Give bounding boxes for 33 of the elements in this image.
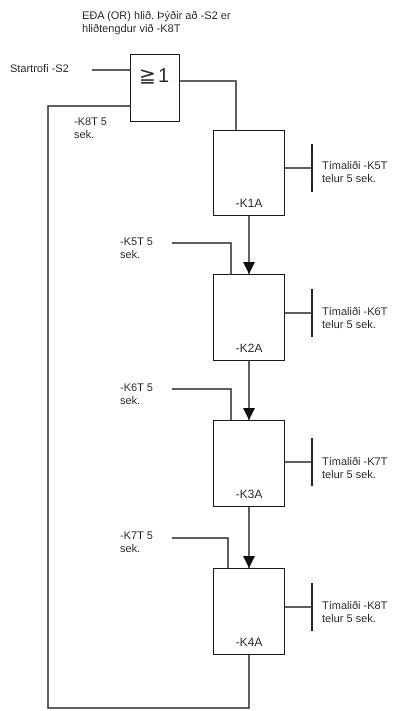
step-label: -K3A — [234, 488, 264, 501]
step-box — [213, 420, 285, 507]
connector-line — [172, 388, 232, 420]
timer-connector-line — [285, 288, 313, 338]
connector-line — [172, 242, 232, 274]
timer-connector-line — [285, 143, 313, 193]
step-box — [213, 130, 285, 216]
timer-label: Tímaliði -K5T telur 5 sek. — [312, 160, 402, 188]
input-label: -K5T 5 sek. — [120, 236, 172, 264]
arrow — [243, 361, 255, 420]
input-label: -K7T 5 sek. — [120, 530, 172, 558]
step-box — [213, 274, 285, 361]
step-label: -K4A — [234, 636, 264, 649]
step-label: -K2A — [234, 342, 264, 355]
step-box — [213, 568, 285, 655]
input-label: Startrofi -S2 — [10, 63, 92, 77]
timer-label: Tímaliði -K7T telur 5 sek. — [312, 456, 402, 484]
gate-symbol-label: ≧1 — [138, 65, 172, 87]
timer-connector-line — [285, 582, 313, 632]
timer-label: Tímaliði -K8T telur 5 sek. — [312, 600, 402, 628]
note-text: EÐA (OR) hlið. Þýðir að -S2 er hliðtengdur við -K8T — [82, 10, 232, 36]
input-label: -K6T 5 sek. — [120, 382, 172, 410]
timer-label: Tímaliði -K6T telur 5 sek. — [312, 306, 402, 334]
or-gate-box — [130, 54, 180, 122]
connector-line — [47, 105, 250, 709]
timer-connector-line — [285, 437, 313, 487]
connector-line — [92, 69, 130, 71]
step-label: -K1A — [234, 197, 264, 210]
connector-line — [172, 537, 229, 568]
input-label: -K8T 5 sek. — [74, 116, 108, 142]
arrow — [243, 216, 255, 274]
connector-line — [180, 80, 237, 130]
arrow — [243, 507, 255, 568]
